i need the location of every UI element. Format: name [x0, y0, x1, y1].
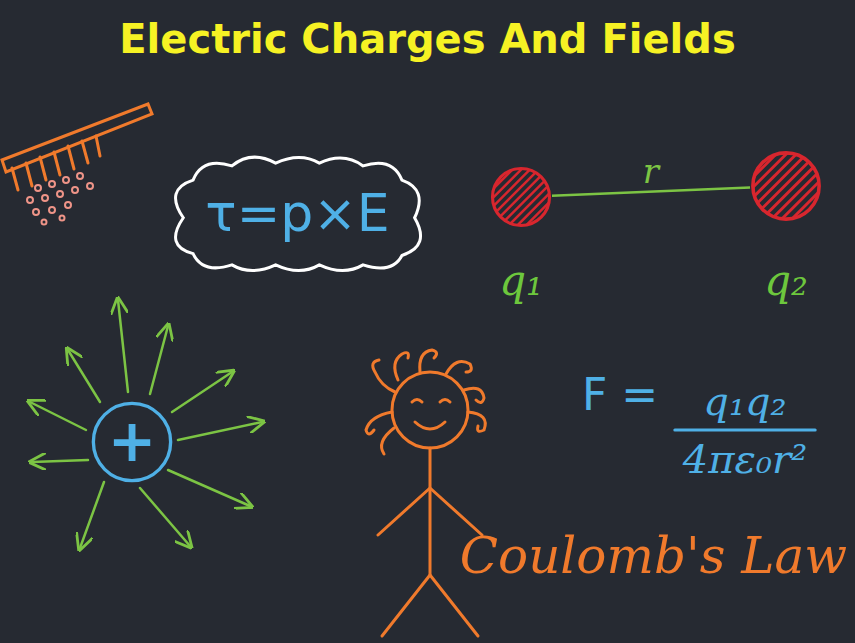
- positive-charge: +: [90, 400, 174, 484]
- formula-numerator: q₁q₂: [703, 378, 786, 424]
- hatching: [428, 166, 612, 228]
- distance-line: [552, 187, 750, 195]
- sphere-outline: [492, 168, 549, 225]
- field-lines: [30, 300, 262, 548]
- cloud-outline: [176, 157, 421, 270]
- charge-sphere: q₁: [490, 166, 552, 228]
- node-outline: [490, 166, 552, 228]
- charge-sphere: q₂: [750, 150, 822, 222]
- node-outline: [750, 150, 822, 222]
- node-text: τ=p×E: [205, 185, 389, 242]
- formula-denominator: 4πε₀r²: [683, 436, 807, 482]
- stick-figure: [366, 350, 485, 636]
- title: Electric Charges And Fields: [0, 16, 855, 62]
- law-name: Coulomb's Law: [460, 528, 847, 586]
- formula-text: F =: [582, 370, 658, 421]
- edge-label: r: [640, 154, 662, 188]
- torque-cloud: τ=p×E: [160, 148, 435, 280]
- charge-label: q₁: [499, 258, 543, 304]
- comb: [2, 104, 152, 190]
- charge-label: q₂: [764, 258, 808, 304]
- hatching: [678, 150, 855, 222]
- charge-dots: [27, 173, 93, 225]
- fraction-bar: [675, 429, 815, 432]
- sphere-outline: [753, 153, 819, 219]
- node-text: +: [108, 410, 157, 474]
- charge-outline: [93, 403, 170, 480]
